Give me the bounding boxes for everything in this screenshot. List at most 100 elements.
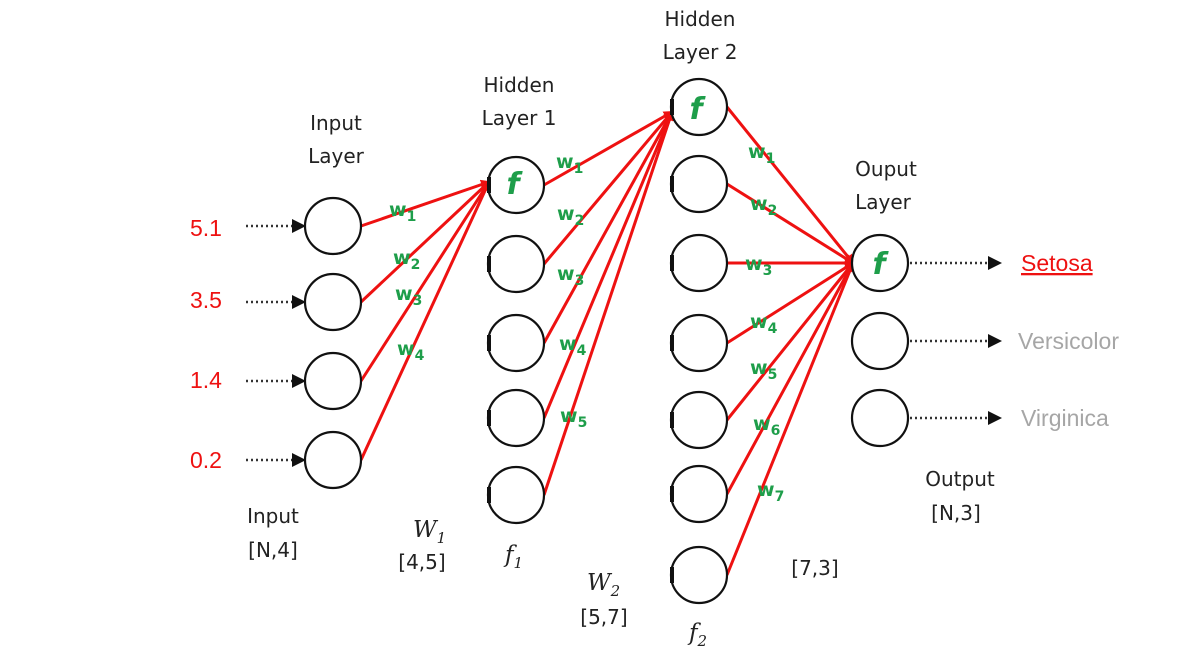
weight-subscript: 1 (574, 161, 584, 177)
hidden-layer-2-title-line1: Hidden (665, 7, 736, 31)
input-value-1: 5.1 (190, 215, 222, 241)
weight-subscript: 4 (415, 348, 425, 364)
weight-label-layer1-3: w3 (395, 283, 422, 309)
output-layer-title-line1: Ouput (855, 157, 917, 181)
edge-h2-4-to-out-1 (726, 261, 855, 345)
weight-symbol: w (750, 357, 768, 379)
activation-symbol-hidden2: f (689, 92, 706, 127)
input-annotation-shape: [N,4] (248, 538, 298, 562)
w1-matrix-symbol: W1 (413, 517, 446, 547)
weight-symbol: w (750, 311, 768, 333)
weight-symbol: w (560, 405, 578, 427)
hidden2-node-4 (669, 313, 729, 373)
weight-label-layer3-5: w5 (750, 357, 777, 383)
input-value-4: 0.2 (190, 447, 222, 473)
weight-symbol: w (389, 199, 407, 221)
output-class-versicolor: Versicolor (1018, 328, 1119, 354)
output-arrows-group (910, 256, 1002, 425)
edges-group (359, 106, 855, 576)
edge-h2-1-to-out-1 (725, 106, 855, 265)
weight-symbol: w (748, 141, 766, 163)
weight-subscript: 1 (766, 151, 776, 167)
input-value-2: 3.5 (190, 287, 222, 313)
f1-function-letter: f (503, 542, 517, 568)
f2-function-letter: f (687, 620, 701, 646)
hidden2-node-5 (669, 390, 729, 450)
output-class-setosa: Setosa (1021, 250, 1093, 276)
hidden1-node-4 (486, 388, 546, 448)
input-node-1 (303, 196, 363, 256)
weight-subscript: 4 (577, 343, 587, 359)
weight-label-layer3-2: w2 (750, 193, 777, 219)
weight-symbol: w (556, 151, 574, 173)
hidden-layer-2-title-line2: Layer 2 (663, 40, 738, 64)
edge-input-2-to-h1-1 (359, 180, 491, 304)
weight-label-layer2-3: w3 (557, 263, 584, 289)
activation-symbol-output: f (872, 247, 889, 282)
input-annotation-name: Input (247, 504, 299, 528)
output-node-2 (850, 311, 910, 371)
hidden2-node-7 (669, 545, 729, 605)
w2-matrix-shape: [5,7] (580, 605, 627, 629)
weight-symbol: w (393, 247, 411, 269)
hidden-layer-1-title-line1: Hidden (484, 73, 555, 97)
hidden-layer-1-title-line2: Layer 1 (482, 106, 557, 130)
weight-symbol: w (557, 263, 575, 285)
weight-subscript: 1 (407, 209, 417, 225)
input-value-3: 1.4 (190, 367, 222, 393)
input-node-3 (303, 351, 363, 411)
edge-h2-6-to-out-1 (725, 261, 855, 495)
weight-symbol: w (757, 479, 775, 501)
weight-label-layer3-1: w1 (748, 141, 775, 167)
hidden1-node-2 (486, 234, 546, 294)
weight-symbol: w (397, 338, 415, 360)
weight-symbol: w (395, 283, 413, 305)
edge-input-3-to-h1-1 (359, 180, 491, 382)
weight-label-layer2-2: w2 (557, 203, 584, 229)
w1-matrix-shape: [4,5] (398, 550, 445, 574)
w1-matrix-subscript: 1 (437, 529, 447, 547)
edge-input-4-to-h1-1 (359, 180, 491, 461)
weight-label-layer1-1: w1 (389, 199, 416, 225)
f2-function-symbol: f2 (687, 620, 707, 650)
output-node-1 (850, 233, 910, 293)
edge-h1-4-to-h2-1 (542, 110, 674, 419)
weight-subscript: 2 (411, 257, 421, 273)
input-arrows-group (246, 219, 306, 467)
weight-label-layer3-3: w3 (745, 253, 772, 279)
weight-label-layer1-2: w2 (393, 247, 420, 273)
weight-label-layer1-4: w4 (397, 338, 425, 364)
w2-matrix-letter: W (587, 570, 613, 596)
input-node-2 (303, 272, 363, 332)
edge-h2-2-to-out-1 (726, 182, 855, 265)
f2-function-subscript: 2 (697, 632, 708, 650)
hidden2-node-6 (669, 464, 729, 524)
weight-subscript: 2 (575, 213, 585, 229)
activation-symbol-hidden1: f (506, 167, 523, 202)
w3-matrix-shape: [7,3] (791, 556, 838, 580)
weight-subscript: 5 (768, 367, 778, 383)
w1-matrix-letter: W (413, 517, 439, 543)
weight-symbol: w (557, 203, 575, 225)
weight-subscript: 3 (413, 293, 423, 309)
weight-label-layer3-7: w7 (757, 479, 784, 505)
input-node-4 (303, 430, 363, 490)
weight-symbol: w (745, 253, 763, 275)
weight-subscript: 3 (763, 263, 773, 279)
edge-h1-3-to-h2-1 (542, 110, 674, 344)
weight-subscript: 5 (578, 415, 588, 431)
hidden1-node-3 (486, 313, 546, 373)
weight-symbol: w (559, 333, 577, 355)
weight-label-layer2-5: w5 (560, 405, 587, 431)
weight-label-layer2-4: w4 (559, 333, 587, 359)
hidden2-node-3 (669, 233, 729, 293)
output-annotation-shape: [N,3] (931, 501, 981, 525)
weight-symbol: w (753, 413, 771, 435)
weight-subscript: 3 (575, 273, 585, 289)
output-layer-title-line2: Layer (855, 190, 912, 214)
edge-h1-5-to-h2-1 (542, 110, 675, 496)
w2-matrix-symbol: W2 (587, 570, 620, 600)
